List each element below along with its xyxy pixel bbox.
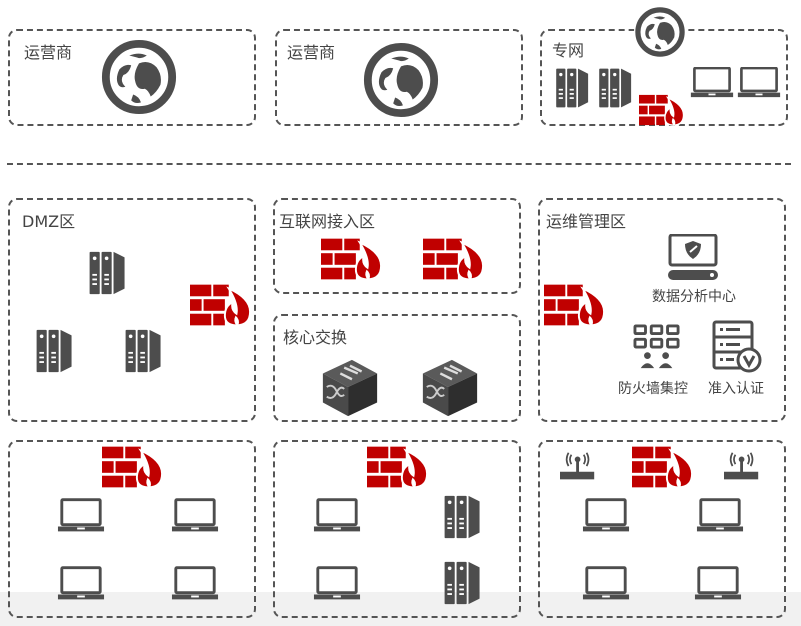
firewall-icon — [102, 446, 164, 488]
firewall-icon — [190, 284, 252, 326]
laptop-icon — [690, 67, 734, 99]
server-icon — [88, 250, 128, 296]
zone-carrier-1: 运营商 — [8, 29, 256, 126]
laptop-icon — [737, 67, 781, 99]
laptop-icon — [57, 498, 105, 534]
globe-icon — [634, 6, 686, 58]
wifi-router-icon — [724, 452, 762, 482]
switch-icon — [419, 356, 481, 418]
zone-label: 专网 — [552, 41, 585, 60]
globe-icon — [100, 38, 178, 116]
laptop-icon — [694, 566, 742, 602]
switch-icon — [319, 356, 381, 418]
zone-label: 核心交换 — [283, 328, 348, 347]
bottom-shade — [0, 592, 801, 626]
zone-bottom-2 — [273, 440, 521, 618]
firewall-icon — [632, 446, 694, 488]
zone-label: 运营商 — [24, 43, 73, 62]
laptop-icon — [582, 498, 630, 534]
zone-carrier-2: 运营商 — [275, 29, 523, 126]
laptop-icon — [696, 498, 744, 534]
firewall-icon — [544, 284, 606, 326]
zone-label: 运维管理区 — [546, 212, 627, 231]
firewall-icon — [423, 238, 485, 280]
globe-icon — [362, 41, 440, 119]
zone-dmz: DMZ区 — [8, 198, 256, 422]
separator-line — [7, 163, 791, 165]
server-icon — [443, 560, 483, 606]
zone-bottom-3 — [538, 440, 786, 618]
server-icon — [35, 328, 75, 374]
firewall-icon — [639, 94, 685, 126]
laptop-icon — [57, 566, 105, 602]
zone-label: DMZ区 — [22, 212, 76, 231]
zone-label: 运营商 — [287, 43, 336, 62]
firewall-icon — [321, 238, 383, 280]
server-icon — [124, 328, 164, 374]
server-icon — [443, 494, 483, 540]
server-check-icon — [712, 320, 762, 374]
firewall-icon — [367, 446, 429, 488]
server-icon — [599, 67, 633, 109]
laptop-icon — [313, 498, 361, 534]
zone-core-switch: 核心交换 — [273, 314, 521, 422]
laptop-icon — [582, 566, 630, 602]
laptop-icon — [171, 566, 219, 602]
caption-access-auth: 准入认证 — [708, 381, 764, 397]
monitor-shield-icon — [668, 234, 720, 282]
zone-bottom-1 — [8, 440, 256, 618]
laptop-icon — [171, 498, 219, 534]
server-icon — [556, 67, 590, 109]
zone-label: 互联网接入区 — [279, 212, 376, 231]
wifi-router-icon — [560, 452, 598, 482]
zone-internet-access: 互联网接入区 — [273, 198, 521, 294]
grid-users-icon — [632, 324, 682, 370]
zone-ops-management: 运维管理区 数据分析中心 防火墙集控 准入认证 — [538, 198, 786, 422]
caption-firewall-control: 防火墙集控 — [618, 381, 688, 397]
caption-data-analysis: 数据分析中心 — [652, 289, 736, 305]
laptop-icon — [313, 566, 361, 602]
